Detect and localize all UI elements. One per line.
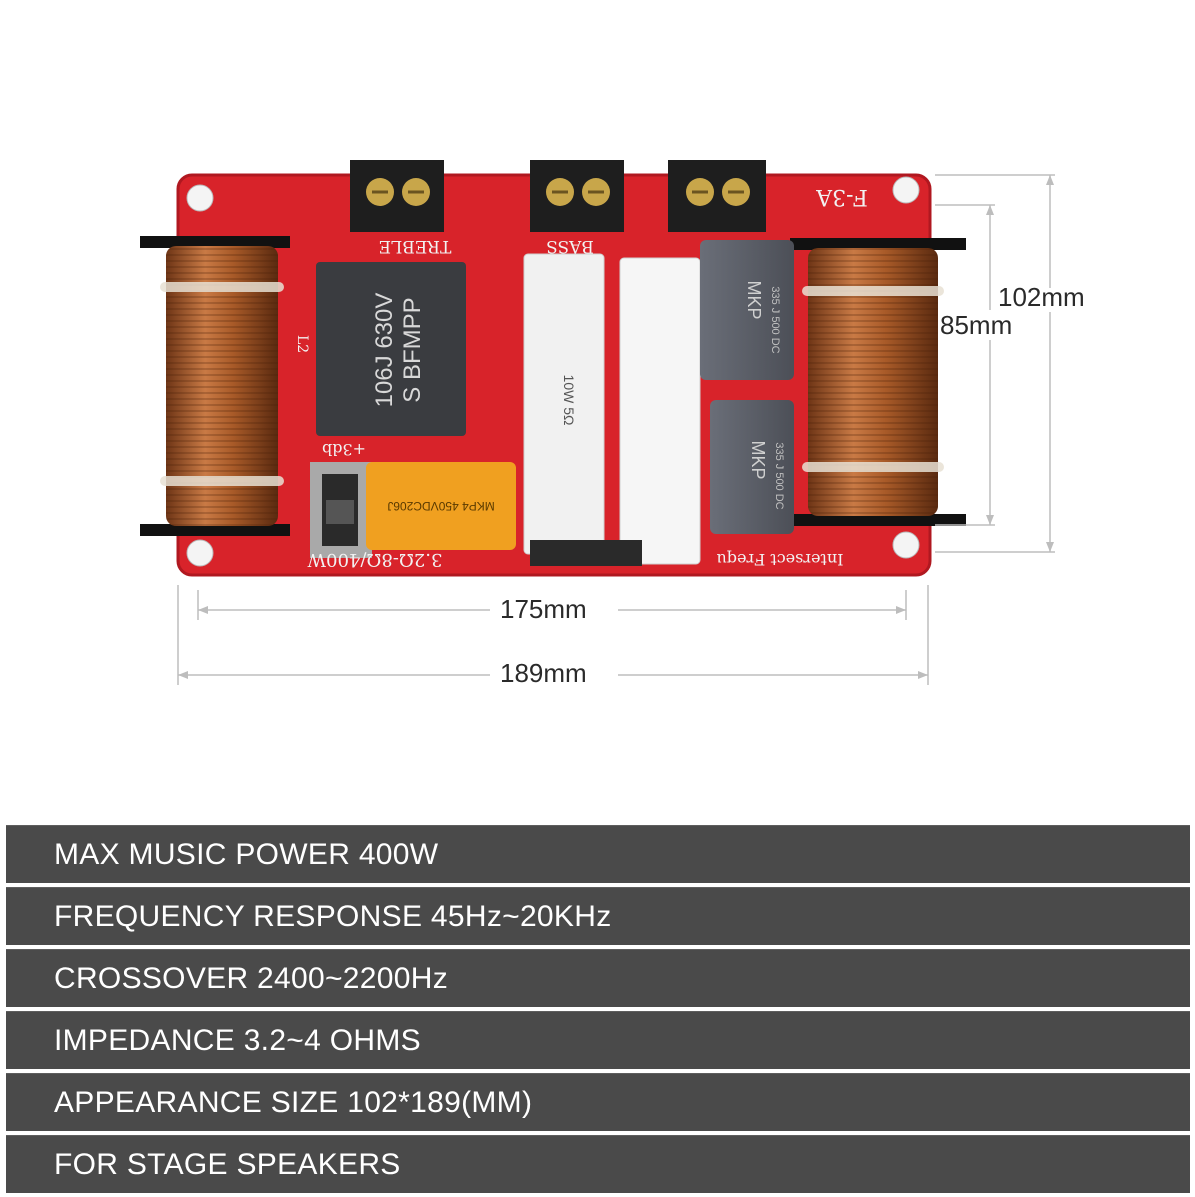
dimension-arrows xyxy=(178,175,1054,679)
mounting-holes xyxy=(186,176,920,567)
label-model: F-3A xyxy=(815,184,868,209)
spec-row: CROSSOVER 2400~2200Hz xyxy=(6,949,1190,1007)
label-treble: TREBLE xyxy=(379,236,452,256)
spec-list: MAX MUSIC POWER 400W FREQUENCY RESPONSE … xyxy=(6,825,1190,1197)
label-bass: BASS xyxy=(546,236,594,256)
crossover-board-illustration: TREBLE BASS IN F-3A L2 106J 630V S BFMPP… xyxy=(140,160,1055,685)
svg-text:335 J 500 DC: 335 J 500 DC xyxy=(773,442,785,509)
left-inductor-coil xyxy=(140,236,290,536)
svg-text:106J 630V: 106J 630V xyxy=(371,293,398,408)
product-photo: TREBLE BASS IN F-3A L2 106J 630V S BFMPP… xyxy=(140,160,1055,685)
right-inductor-coil xyxy=(790,238,966,526)
mkp-capacitor-top: MKP 335 J 500 DC xyxy=(700,240,794,380)
svg-text:MKP4 450VDC206J: MKP4 450VDC206J xyxy=(387,499,494,513)
spec-row: FOR STAGE SPEAKERS xyxy=(6,1135,1190,1193)
spec-row: IMPEDANCE 3.2~4 OHMS xyxy=(6,1011,1190,1069)
terminal-block-in xyxy=(668,160,766,232)
dimension-height-outer: 102mm xyxy=(998,282,1085,312)
spec-row: FREQUENCY RESPONSE 45Hz~20KHz xyxy=(6,887,1190,945)
dimension-width-outer: 189mm xyxy=(500,658,587,688)
label-rating: 3.2Ω-8Ω/400W xyxy=(307,549,442,570)
mkp-capacitor-bottom: MKP 335 J 500 DC xyxy=(710,400,794,534)
level-switch xyxy=(310,462,372,558)
white-resistor-2 xyxy=(619,257,701,565)
label-intersect: Intersect Frequ xyxy=(716,550,843,569)
terminal-block-treble xyxy=(350,160,444,232)
main-capacitor: 106J 630V S BFMPP xyxy=(316,262,466,436)
spec-row: MAX MUSIC POWER 400W xyxy=(6,825,1190,883)
svg-text:10W 5Ω: 10W 5Ω xyxy=(561,375,577,426)
dimension-lines xyxy=(177,174,1055,685)
spec-row: APPEARANCE SIZE 102*189(MM) xyxy=(6,1073,1190,1131)
svg-text:MKP: MKP xyxy=(744,280,764,319)
label-coil: L2 xyxy=(294,335,310,353)
label-switch: +3db xyxy=(322,440,366,459)
dimension-width-inner: 175mm xyxy=(500,594,587,624)
terminal-block-bass xyxy=(530,160,624,232)
heatsink-bar xyxy=(530,540,642,566)
svg-text:335 J 500 DC: 335 J 500 DC xyxy=(769,286,781,353)
yellow-capacitor: MKP4 450VDC206J xyxy=(366,462,516,550)
dimension-height-inner: 85mm xyxy=(940,310,1013,340)
svg-text:S BFMPP: S BFMPP xyxy=(399,297,426,402)
white-resistor-1: 10W 5Ω xyxy=(523,253,605,555)
svg-text:MKP: MKP xyxy=(748,440,768,479)
